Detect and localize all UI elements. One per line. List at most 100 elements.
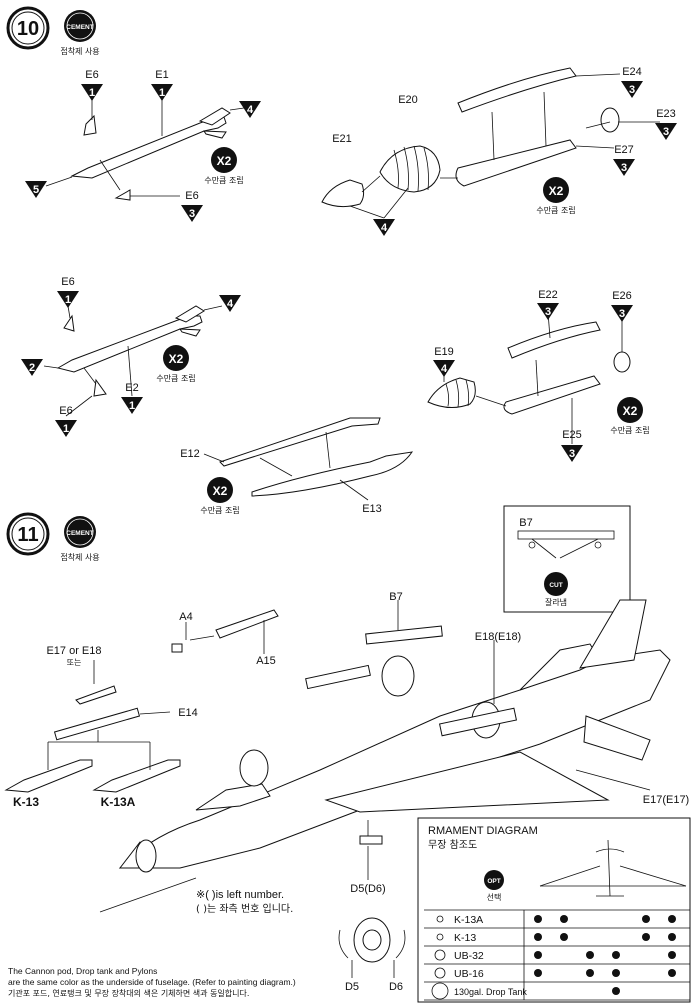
svg-text:3: 3 — [663, 126, 669, 138]
armament-title: RMAMENT DIAGRAM — [428, 825, 538, 837]
armament-row-icon — [434, 949, 446, 961]
part-label-e6: E6 — [59, 405, 72, 417]
armament-dot — [560, 915, 568, 923]
missile-label-k13: K-13 — [13, 795, 39, 809]
svg-text:3: 3 — [545, 306, 551, 318]
part-label-e22: E22 — [538, 289, 558, 301]
part-label-e24: E24 — [622, 66, 642, 78]
cement-badge-label: CEMENT — [66, 24, 93, 31]
part-label-e6: E6 — [85, 69, 98, 81]
part-label-e20: E20 — [398, 94, 418, 106]
svg-text:X2: X2 — [213, 484, 228, 498]
armament-dot — [668, 933, 676, 941]
part-label-b7: B7 — [519, 517, 532, 529]
part-label-d5: D5 — [345, 981, 359, 993]
svg-text:4: 4 — [247, 104, 254, 116]
step-10-number: 10 — [17, 18, 39, 40]
b7-detail-box: B7 CUT 잘라냄 — [503, 505, 631, 613]
pod-assembly-2: 3 3 4 3 E22 E26 E19 E25 X2 수만큼 조립 — [427, 289, 650, 462]
part-label-b7: B7 — [389, 591, 402, 603]
x2-icon — [211, 147, 237, 173]
part-label-e6: E6 — [61, 276, 74, 288]
paint-note-line-1: The Cannon pod, Drop tank and Pylons — [8, 966, 158, 976]
paint-note: The Cannon pod, Drop tank and Pylons are… — [8, 966, 296, 999]
armament-row-icon — [434, 967, 446, 979]
x2-icon — [163, 345, 189, 371]
part-label-e19: E19 — [434, 346, 454, 358]
armament-dot — [560, 933, 568, 941]
svg-text:1: 1 — [89, 87, 95, 99]
armament-row-label: K-13A — [454, 914, 483, 926]
armament-dot — [534, 969, 542, 977]
part-label-e25: E25 — [562, 429, 582, 441]
svg-text:5: 5 — [33, 184, 39, 196]
svg-text:3: 3 — [569, 448, 575, 460]
armament-row-label: UB-16 — [454, 968, 484, 980]
armament-dot — [612, 969, 620, 977]
svg-text:3: 3 — [189, 208, 195, 220]
armament-dot — [534, 951, 542, 959]
svg-text:OPT: OPT — [487, 878, 500, 885]
svg-text:X2: X2 — [217, 154, 232, 168]
part-label-e26: E26 — [612, 290, 632, 302]
part-label-e6: E6 — [185, 190, 198, 202]
armament-row-label: K-13 — [454, 932, 476, 944]
svg-text:4: 4 — [227, 298, 234, 310]
armament-dot — [668, 969, 676, 977]
part-label-a4: A4 — [179, 611, 192, 623]
svg-text:1: 1 — [63, 423, 69, 435]
part-label-e27: E27 — [614, 144, 634, 156]
svg-text:선택: 선택 — [487, 892, 502, 902]
svg-text:수만큼 조립: 수만큼 조립 — [204, 176, 243, 185]
svg-text:1: 1 — [159, 87, 165, 99]
armament-dot — [534, 933, 542, 941]
svg-text:4: 4 — [441, 363, 448, 375]
x2-icon — [543, 177, 569, 203]
cement-icon — [64, 10, 96, 42]
part-label-e17-or-e18: E17 or E18 — [46, 645, 101, 657]
part-label-e14: E14 — [178, 707, 198, 719]
svg-text:수만큼 조립: 수만큼 조립 — [610, 426, 649, 435]
step-11-header: 11 CEMENT 접착제 사용 — [6, 512, 100, 562]
armament-row-icon — [436, 933, 444, 941]
armament-dot — [642, 933, 650, 941]
armament-dot — [668, 951, 676, 959]
armament-title-korean: 무장 참조도 — [428, 839, 477, 851]
part-label-d5-d6: D5(D6) — [350, 883, 385, 895]
part-label-d6: D6 — [389, 981, 403, 993]
svg-text:1: 1 — [129, 400, 135, 412]
armament-dot — [586, 969, 594, 977]
cut-icon — [544, 572, 568, 596]
svg-text:CUT: CUT — [549, 582, 562, 589]
armament-row-icon — [436, 915, 444, 923]
svg-text:3: 3 — [619, 308, 625, 320]
armament-dot — [612, 951, 620, 959]
x2-icon — [207, 477, 233, 503]
x2-icon — [617, 397, 643, 423]
svg-text:X2: X2 — [623, 404, 638, 418]
missile-assembly-1: 1 1 4 5 3 E6 E1 E6 X2 수만큼 조립 — [25, 69, 261, 222]
part-label-e12: E12 — [180, 448, 200, 460]
left-number-note: ※( )is left number. ( )는 좌측 번호 입니다. — [196, 889, 293, 915]
d5-d6-front-view: D5 D6 — [338, 917, 406, 993]
drop-tank-assembly: E12 E13 X2 수만큼 조립 — [180, 417, 414, 515]
cement-caption: 접착제 사용 — [60, 552, 99, 562]
cement-caption: 접착제 사용 — [60, 46, 99, 56]
armament-row-icon — [431, 982, 449, 1000]
part-label-e17: E17(E17) — [643, 794, 689, 806]
svg-text:수만큼 조립: 수만큼 조립 — [156, 374, 195, 383]
cement-icon — [64, 516, 96, 548]
svg-text:X2: X2 — [169, 352, 184, 366]
armament-dot — [668, 915, 676, 923]
aircraft-assembly: A4 A15 B7 E18(E18) E17 or E18 또는 E14 K-1… — [4, 591, 689, 913]
paint-note-line-2: are the same color as the underside of f… — [8, 977, 296, 987]
svg-text:수만큼 조립: 수만큼 조립 — [536, 206, 575, 215]
missile-label-k13a: K-13A — [101, 795, 136, 809]
armament-row-label: UB-32 — [454, 950, 484, 962]
part-label-e13: E13 — [362, 503, 382, 515]
part-label-e21: E21 — [332, 133, 352, 145]
armament-dot — [586, 951, 594, 959]
svg-text:3: 3 — [629, 84, 635, 96]
pod-assembly-1: 3 3 3 4 E21 E20 E24 E23 E27 X2 수만큼 조립 — [321, 66, 677, 236]
